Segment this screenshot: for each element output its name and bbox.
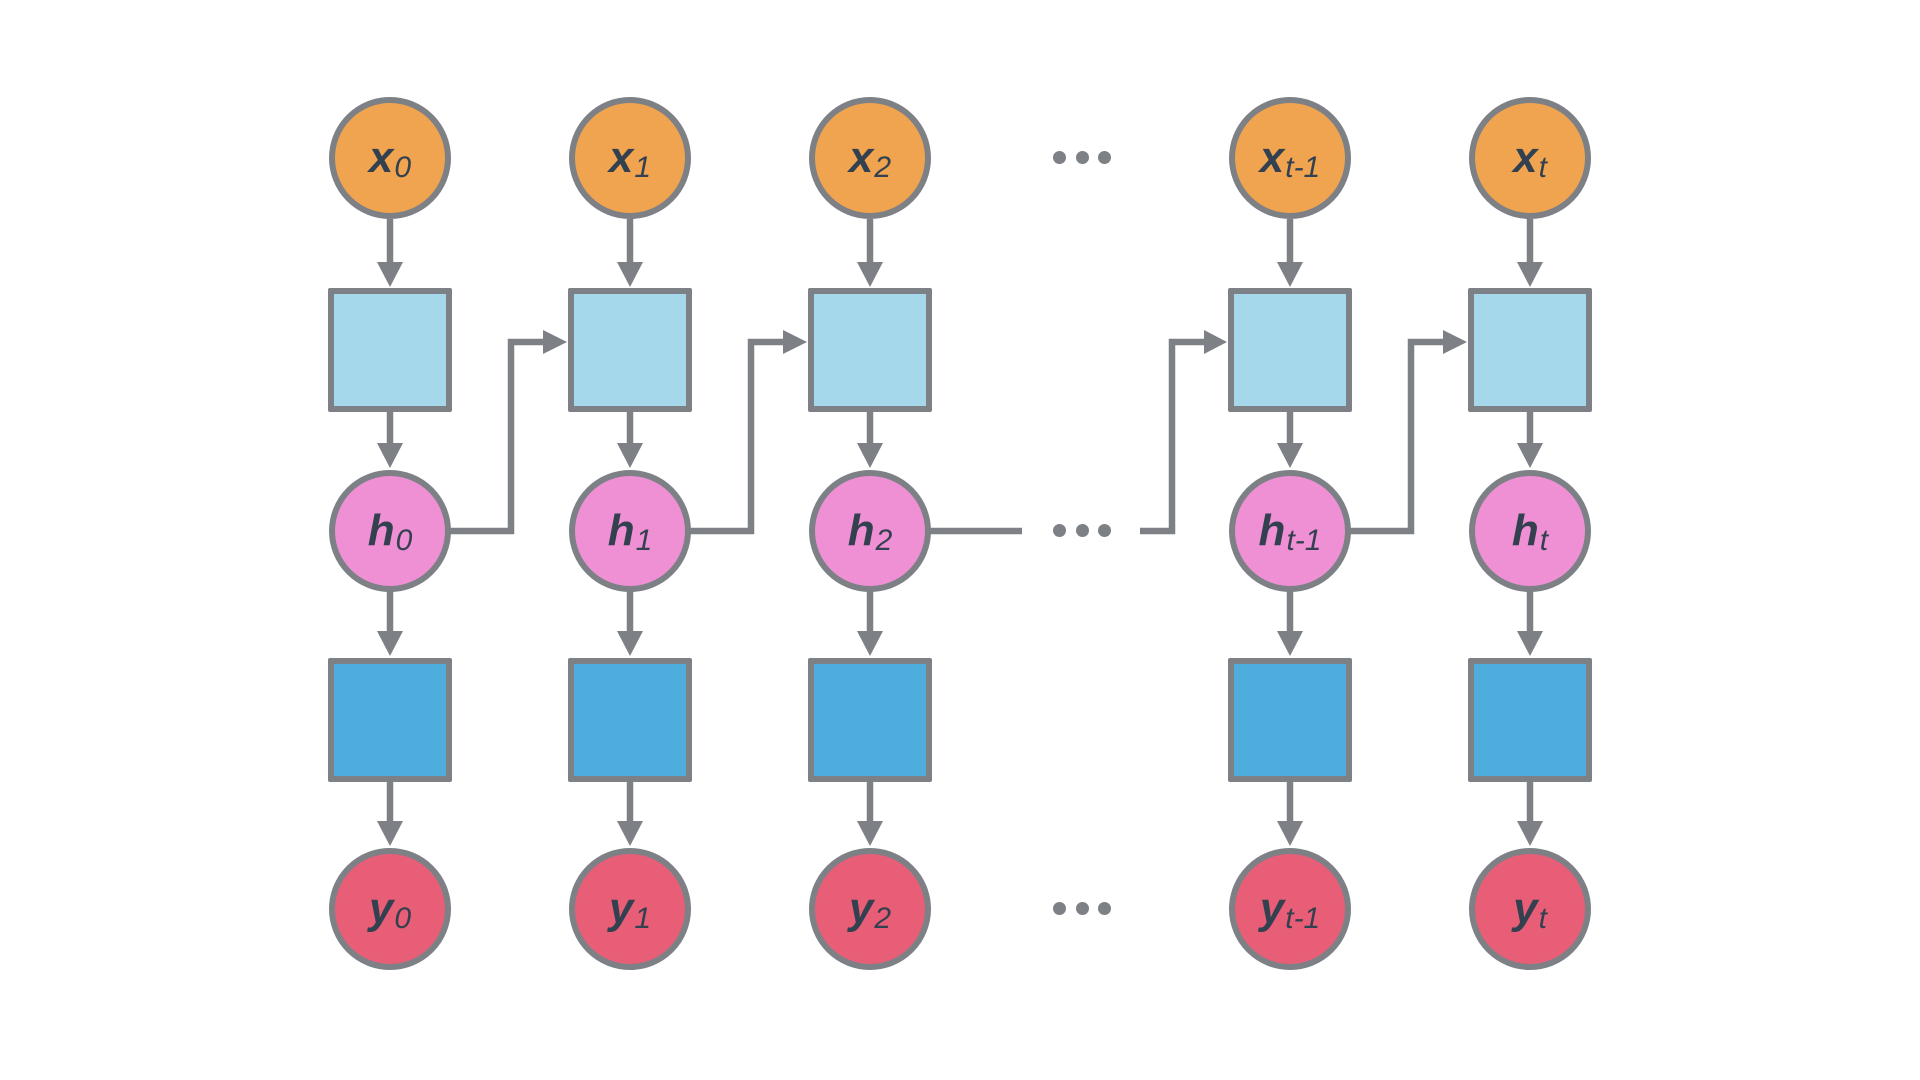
recurrent-elbow	[1349, 338, 1443, 535]
arrow-head	[1277, 262, 1303, 287]
arrow-head	[377, 821, 403, 846]
arrow-head	[617, 631, 643, 656]
recurrent-connector-h0	[449, 330, 567, 535]
arrow-head	[377, 443, 403, 468]
arrow-head	[617, 262, 643, 287]
output-cell-box-3	[1228, 658, 1352, 782]
output-cell-box-1	[568, 658, 692, 782]
input-cell-box-1	[568, 288, 692, 412]
output-cell-box-4	[1468, 658, 1592, 782]
arrow-head	[857, 631, 883, 656]
recurrent-elbow	[449, 338, 543, 535]
ellipsis-output-row	[1053, 902, 1111, 915]
column-4-arrows	[1517, 219, 1543, 846]
arrow-head	[857, 821, 883, 846]
input-cell-box-3	[1228, 288, 1352, 412]
ellipsis-dot	[1098, 151, 1111, 164]
column-0-arrows	[377, 219, 403, 846]
arrow-head	[857, 262, 883, 287]
arrow-head	[857, 443, 883, 468]
recurrent-connector-into-t-1	[1140, 330, 1227, 535]
arrow-head	[1517, 262, 1543, 287]
ellipsis-input-row	[1053, 151, 1111, 164]
recurrent-elbow	[1140, 338, 1204, 535]
ellipsis-dot	[1053, 151, 1066, 164]
arrow-head	[543, 330, 567, 354]
input-cell-box-2	[808, 288, 932, 412]
arrow-head	[1277, 443, 1303, 468]
arrow-head	[1277, 631, 1303, 656]
arrow-head	[1443, 330, 1467, 354]
arrow-head	[377, 631, 403, 656]
ellipsis-dot	[1098, 524, 1111, 537]
output-cell-box-0	[328, 658, 452, 782]
recurrent-connector-h-t-1	[1349, 330, 1467, 535]
arrow-head	[1517, 443, 1543, 468]
arrow-head	[783, 330, 807, 354]
arrow-head	[617, 443, 643, 468]
column-3-arrows	[1277, 219, 1303, 846]
column-2-arrows	[857, 219, 883, 846]
column-1-arrows	[617, 219, 643, 846]
recurrent-elbow	[689, 338, 783, 535]
ellipsis-dot	[1098, 902, 1111, 915]
ellipsis-dot	[1053, 902, 1066, 915]
ellipsis-hidden-row	[1053, 524, 1111, 537]
arrow-head	[1517, 821, 1543, 846]
arrow-head	[1517, 631, 1543, 656]
recurrent-connector-h1	[689, 330, 807, 535]
ellipsis-dot	[1053, 524, 1066, 537]
arrow-head	[377, 262, 403, 287]
arrow-head	[617, 821, 643, 846]
input-cell-box-0	[328, 288, 452, 412]
arrow-head	[1277, 821, 1303, 846]
ellipsis-dot	[1075, 902, 1089, 915]
ellipsis-dot	[1075, 524, 1089, 537]
ellipsis-dot	[1075, 151, 1089, 164]
arrow-head	[1204, 330, 1227, 354]
input-cell-box-4	[1468, 288, 1592, 412]
output-cell-box-2	[808, 658, 932, 782]
